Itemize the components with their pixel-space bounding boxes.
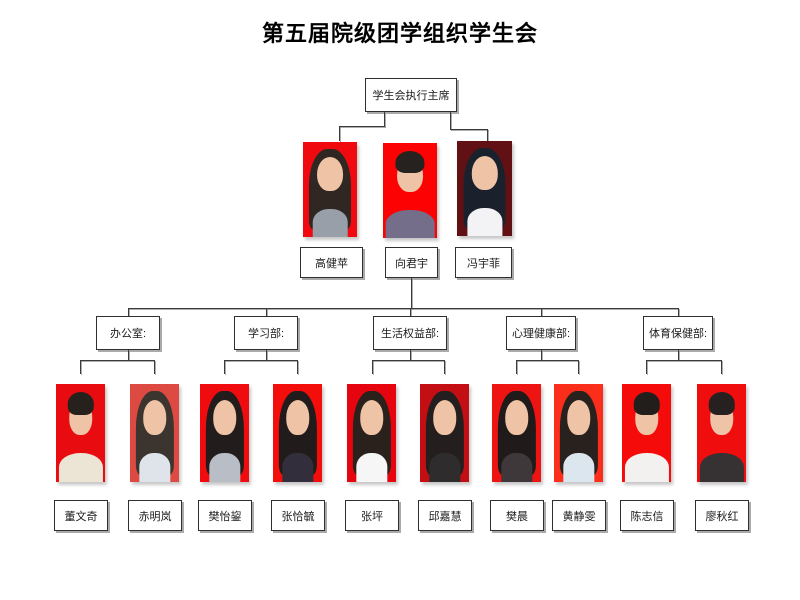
org-root-box: 学生会执行主席 <box>365 78 457 112</box>
name-box: 董文奇 <box>54 500 108 531</box>
hair-shape <box>67 391 94 416</box>
name-box: 廖秋红 <box>695 500 749 531</box>
portrait-photo-fanchen <box>492 384 541 482</box>
torso-shape <box>58 452 103 482</box>
connector-line <box>410 308 411 316</box>
connector-line <box>678 350 679 360</box>
connector-line <box>128 308 678 309</box>
face-shape <box>471 156 498 191</box>
connector-line <box>224 360 225 374</box>
portrait-photo-gaojianping <box>303 142 357 237</box>
name-box: 樊怡鋆 <box>198 500 252 531</box>
connector-line <box>646 360 647 374</box>
torso-shape <box>624 452 669 482</box>
connector-line <box>266 308 267 316</box>
name-box: 冯宇菲 <box>455 247 512 278</box>
portrait-photo-fengyufei <box>457 141 512 236</box>
torso-shape <box>466 207 503 236</box>
torso-shape <box>208 452 241 482</box>
portrait-photo-liaoqiuhong <box>697 384 746 482</box>
face-shape <box>359 399 384 435</box>
connector-line <box>384 112 385 127</box>
connector-line <box>541 308 542 316</box>
torso-shape <box>699 452 744 482</box>
torso-shape <box>138 452 171 482</box>
name-box: 高健苹 <box>300 247 363 278</box>
torso-shape <box>428 452 461 482</box>
torso-shape <box>500 452 533 482</box>
name-box: 樊晨 <box>490 500 544 531</box>
connector-line <box>516 360 578 361</box>
name-box: 陈志信 <box>620 500 674 531</box>
name-box: 黄静雯 <box>552 500 606 531</box>
dept-box-sports-health: 体育保健部: <box>643 316 713 350</box>
connector-line <box>516 360 517 374</box>
connector-line <box>339 126 385 127</box>
name-box: 张坪 <box>345 500 399 531</box>
connector-line <box>128 308 129 316</box>
face-shape <box>317 157 343 192</box>
portrait-photo-zhangqiayu <box>273 384 322 482</box>
name-box: 向君宇 <box>385 247 438 278</box>
portrait-photo-zhangping <box>347 384 396 482</box>
connector-line <box>646 360 721 361</box>
portrait-photo-fanyijun <box>200 384 249 482</box>
connector-line <box>339 126 340 141</box>
portrait-photo-dongwenqi <box>56 384 105 482</box>
connector-line <box>678 308 679 316</box>
dept-box-life-rights: 生活权益部: <box>373 316 447 350</box>
connector-line <box>410 350 411 360</box>
face-shape <box>566 399 591 435</box>
torso-shape <box>385 209 435 238</box>
connector-line <box>372 360 444 361</box>
dept-box-mental-health: 心理健康部: <box>506 316 576 350</box>
connector-line <box>578 360 579 374</box>
dept-box-study: 学习部: <box>234 316 298 350</box>
connector-line <box>487 129 488 142</box>
connector-line <box>444 360 445 374</box>
portrait-photo-xiangjunyu <box>383 143 437 238</box>
hair-shape <box>395 150 425 174</box>
connector-line <box>80 360 154 361</box>
connector-line <box>224 360 297 361</box>
connector-line <box>128 350 129 360</box>
connector-line <box>450 112 451 130</box>
torso-shape <box>281 452 314 482</box>
portrait-photo-huangjingwen <box>554 384 603 482</box>
portrait-photo-chiminglan <box>130 384 179 482</box>
name-box: 张恰毓 <box>271 500 325 531</box>
face-shape <box>285 399 310 435</box>
face-shape <box>142 399 167 435</box>
portrait-photo-chenzhixin <box>622 384 671 482</box>
torso-shape <box>562 452 595 482</box>
connector-line <box>450 129 488 130</box>
connector-line <box>297 360 298 374</box>
connector-line <box>411 278 412 309</box>
connector-line <box>154 360 155 374</box>
name-box: 赤明岚 <box>128 500 182 531</box>
page-title: 第五届院级团学组织学生会 <box>261 21 538 46</box>
torso-shape <box>312 208 348 237</box>
hair-shape <box>633 391 660 416</box>
hair-shape <box>708 391 735 416</box>
torso-shape <box>355 452 388 482</box>
connector-line <box>541 350 542 360</box>
connector-line <box>721 360 722 374</box>
connector-line <box>80 360 81 374</box>
face-shape <box>212 399 237 435</box>
portrait-photo-qiujiahui <box>420 384 469 482</box>
face-shape <box>504 399 529 435</box>
face-shape <box>432 399 457 435</box>
dept-box-office: 办公室: <box>96 316 160 350</box>
name-box: 邱嘉慧 <box>418 500 472 531</box>
connector-line <box>266 350 267 360</box>
connector-line <box>372 360 373 374</box>
